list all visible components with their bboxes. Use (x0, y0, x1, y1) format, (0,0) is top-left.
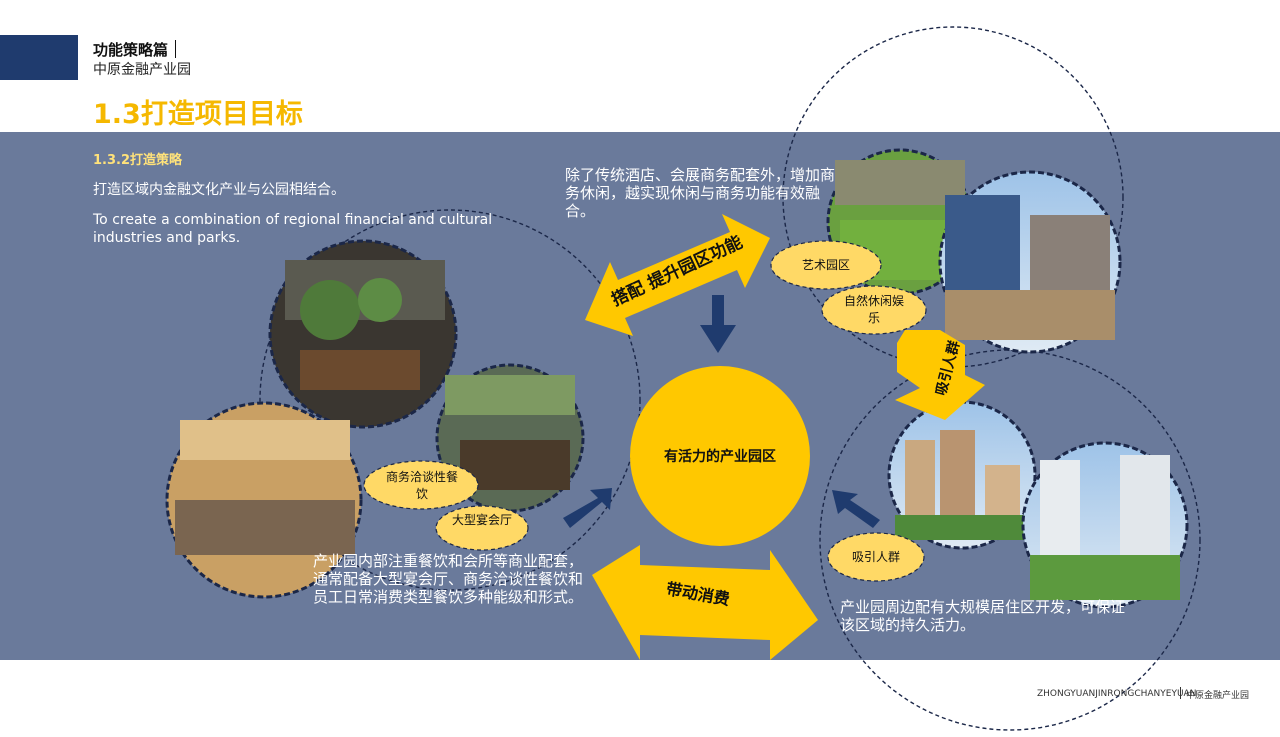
photo-park-leisure (938, 170, 1122, 354)
section-title: 功能策略篇 (93, 41, 169, 59)
arrow-blue-left-up (563, 488, 612, 528)
ellipse-business-dining (363, 460, 479, 510)
label-art-zone: 艺术园区 (801, 258, 850, 272)
photo-residential-1 (887, 400, 1037, 550)
footer-divider (1180, 687, 1181, 699)
dashed-circle-left (259, 209, 641, 591)
label-attract: 吸引人群 (851, 550, 900, 564)
arrow-blue-down (700, 295, 736, 353)
arrow-top-left (585, 214, 770, 336)
ellipse-leisure (821, 285, 927, 335)
footer-cn: 中原金融产业园 (1186, 691, 1250, 701)
arrow-bottom (592, 545, 818, 660)
section-subtitle: 中原金融产业园 (93, 62, 191, 78)
center-circle (630, 366, 810, 546)
photo-residential-2 (1021, 441, 1189, 609)
ellipse-attract (827, 532, 925, 582)
label-leisure: 自然休闲娱乐 (844, 294, 905, 325)
arrow-right (895, 330, 985, 420)
label-banquet: 大型宴会厅 (452, 513, 513, 527)
strategy-text-en: To create a combination of regional fina… (93, 212, 493, 246)
text-top-business-leisure: 除了传统酒店、会展商务配套外，增加商务休闲，越实现休闲与商务功能有效融合。 (565, 166, 836, 220)
text-bottom-right-residential: 产业园周边配有大规模居住区开发，可保证该区域的持久活力。 (840, 598, 1126, 634)
header-color-block (0, 35, 78, 80)
arrow-blue-right-up (832, 490, 880, 528)
strategy-heading: 1.3.2打造策略 (93, 153, 183, 168)
ellipse-banquet (435, 505, 529, 551)
footer-en: ZHONGYUANJINRONGCHANYEYUAN (1037, 689, 1197, 699)
text-bottom-left-dining: 产业园内部注重餐饮和会所等商业配套，通常配备大型宴会厅、商务洽谈性餐饮和员工日常… (313, 552, 584, 606)
ellipse-art-zone (770, 240, 882, 290)
photo-outdoor-cafe (435, 363, 585, 513)
page-title: 1.3打造项目目标 (93, 99, 303, 130)
dashed-circle-bottom-right (819, 349, 1201, 731)
photo-restaurant-terrace (268, 239, 458, 429)
title-divider (175, 40, 176, 58)
photo-banquet-hall (165, 401, 363, 599)
center-label: 有活力的产业园区 (664, 449, 776, 465)
strategy-text-cn: 打造区域内金融文化产业与公园相结合。 (93, 182, 345, 198)
label-business-dining: 商务洽谈性餐饮 (385, 470, 458, 501)
